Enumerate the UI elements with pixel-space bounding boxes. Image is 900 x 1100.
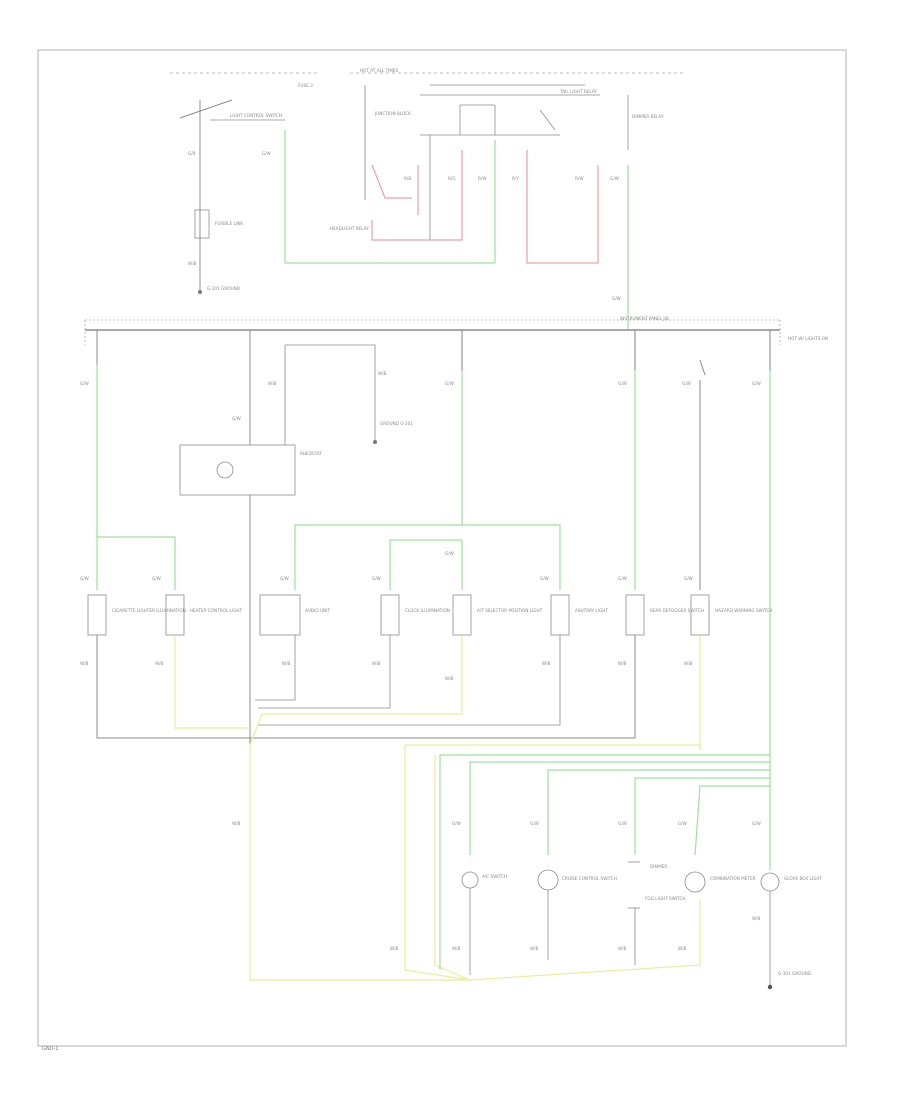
component-code: G/W xyxy=(445,551,454,556)
ground-code: W/B xyxy=(452,946,461,951)
component-label: CLOCK ILLUMINATION xyxy=(405,608,450,613)
fusible-link-label: FUSIBLE LINK xyxy=(215,221,243,226)
component-code: G/W xyxy=(280,576,289,581)
ground-symbol xyxy=(767,984,773,990)
component-label: ASHTRAY LIGHT xyxy=(575,608,608,613)
component-glove-box-light: GLOVE BOX LIGHT G-301 GROUND xyxy=(760,872,822,990)
wire-code: W/B xyxy=(378,371,387,376)
component-label: AUDIO UNIT xyxy=(305,608,330,613)
component-hazard-switch: G/W HAZARD WARNING SWITCH xyxy=(684,576,772,636)
component-at-selector: G/W A/T SELECTOR POSITION LIGHT xyxy=(445,551,543,636)
wire-code: G/W xyxy=(262,151,271,156)
component-code: G/W xyxy=(80,576,89,581)
bus-label: INSTRUMENT PANEL J/B xyxy=(620,316,669,321)
ground-code: W/B xyxy=(372,661,381,666)
component-audio-unit: G/W AUDIO UNIT xyxy=(259,576,330,636)
ground-code: W/B xyxy=(445,676,454,681)
component-combination-meter: COMBINATION METER xyxy=(684,871,756,893)
light-switch-label: LIGHT CONTROL SWITCH xyxy=(230,113,282,118)
ground-label: G-101 GROUND xyxy=(207,286,240,291)
component-label: REAR DEFOGGER SWITCH xyxy=(650,608,704,613)
rheostat-label: RHEOSTAT xyxy=(300,451,322,456)
trunk-code: W/B xyxy=(232,821,241,826)
ground-code: W/B xyxy=(684,661,693,666)
bottom-section: W/B G/W G/W G/W G/W G/W A/C SWITCH CRUIS… xyxy=(232,744,822,990)
component-ac-switch: A/C SWITCH xyxy=(461,871,507,975)
component-ashtray: G/W ASHTRAY LIGHT xyxy=(540,576,608,636)
component-cruise-switch: CRUISE CONTROL SWITCH xyxy=(537,869,617,960)
ground-code: W/B xyxy=(618,946,627,951)
ground-code: W/B xyxy=(542,661,551,666)
component-fog-switch: DIMMER FOG LIGHT SWITCH xyxy=(628,861,686,965)
dimmer-label: DIMMER xyxy=(650,864,667,869)
fuse-label: FUSE 3 xyxy=(298,83,313,88)
middle-section: INSTRUMENT PANEL J/B HOT W/ LIGHTS ON G/… xyxy=(80,316,828,760)
wire-code: G/W xyxy=(445,381,454,386)
wire-code: W/B xyxy=(268,381,277,386)
component-clock: G/W CLOCK ILLUMINATION xyxy=(372,576,450,636)
ground-symbol xyxy=(373,440,377,444)
component-label: GLOVE BOX LIGHT xyxy=(784,876,822,881)
wire-code: R/W xyxy=(575,176,583,181)
wire-code: G/R xyxy=(188,151,196,156)
wire-code: G/W xyxy=(452,821,461,826)
component-label: HEATER CONTROL LIGHT xyxy=(190,608,243,613)
ground-code: W/B xyxy=(752,916,761,921)
ground-code: W/B xyxy=(618,661,627,666)
component-label: CRUISE CONTROL SWITCH xyxy=(562,876,617,881)
wire-code: G/W xyxy=(80,381,89,386)
wire-code: G/W xyxy=(682,381,691,386)
wire-code: W/B xyxy=(188,261,197,266)
page-border xyxy=(37,49,847,1047)
component-code: G/W xyxy=(372,576,381,581)
wire-code: R/W xyxy=(478,176,486,181)
rheostat-box xyxy=(179,444,296,496)
top-section: FUSE 3 HOT AT ALL TIMES LIGHT CONTROL SW… xyxy=(170,68,685,330)
component-label: COMBINATION METER xyxy=(710,876,756,881)
wire-code: G/W xyxy=(232,416,241,421)
component-code: G/W xyxy=(152,576,161,581)
component-label: A/T SELECTOR POSITION LIGHT xyxy=(477,608,543,613)
wire-code: G/W xyxy=(678,821,687,826)
component-label: CIGARETTE LIGHTER ILLUMINATION xyxy=(112,608,186,613)
ground-code: W/B xyxy=(282,661,291,666)
component-label: A/C SWITCH xyxy=(482,874,507,879)
component-label: FOG LIGHT SWITCH xyxy=(645,896,686,901)
ground-code: W/B xyxy=(155,661,164,666)
ground-code: W/B xyxy=(390,946,399,951)
page-ref: GND-1 xyxy=(42,1046,58,1052)
junction-block-label: JUNCTION BLOCK xyxy=(374,111,411,116)
ground-code: W/B xyxy=(678,946,687,951)
component-cig-lighter: G/W CIGARETTE LIGHTER ILLUMINATION xyxy=(80,576,186,636)
tail-relay-label: TAIL LIGHT RELAY xyxy=(559,89,597,94)
headlamp-relay-label: HEADLIGHT RELAY xyxy=(330,226,369,231)
wire-code: R/G xyxy=(448,176,456,181)
wire-code: G/W xyxy=(618,381,627,386)
component-code: G/W xyxy=(618,576,627,581)
ground-ref-label: GROUND G-201 xyxy=(380,421,413,426)
wire-code: R/B xyxy=(404,176,411,181)
wire-code: G/W xyxy=(612,296,621,301)
wire-code: R/Y xyxy=(512,176,519,181)
component-label: HAZARD WARNING SWITCH xyxy=(715,608,772,613)
wire-code: G/W xyxy=(618,821,627,826)
component-code: G/W xyxy=(540,576,549,581)
ground-label: G-301 GROUND xyxy=(778,971,811,976)
wire-code: G/W xyxy=(752,821,761,826)
ground-symbol xyxy=(198,290,202,294)
component-heater-control: G/W HEATER CONTROL LIGHT xyxy=(152,576,243,636)
wire-code: G/W xyxy=(530,821,539,826)
dimmer-relay-label: DIMMER RELAY xyxy=(632,114,664,119)
hot-lights-label: HOT W/ LIGHTS ON xyxy=(788,336,828,341)
wire-code: G/W xyxy=(752,381,761,386)
hot-label: HOT AT ALL TIMES xyxy=(360,68,399,73)
ground-code: W/B xyxy=(530,946,539,951)
ground-code: W/B xyxy=(80,661,89,666)
wire-code: G/W xyxy=(610,176,619,181)
component-code: G/W xyxy=(684,576,693,581)
